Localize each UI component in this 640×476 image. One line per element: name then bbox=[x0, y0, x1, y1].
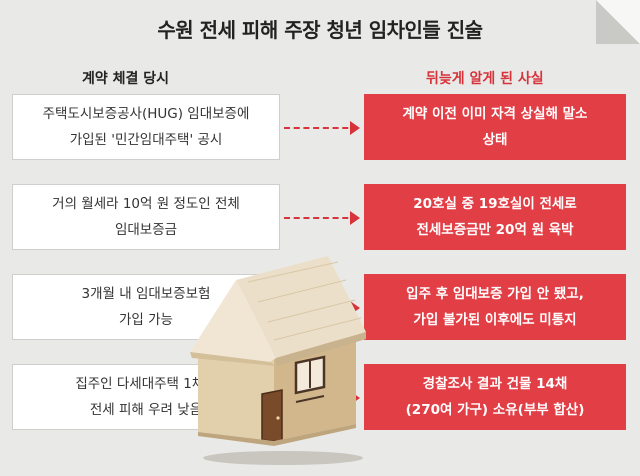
claim-line: 가입된 '민간임대주택' 공시 bbox=[69, 132, 223, 148]
fact-line: 상태 bbox=[482, 132, 508, 148]
fact-box-4: 경찰조사 결과 건물 14채 (270여 가구) 소유(부부 합산) bbox=[364, 364, 626, 430]
page-title: 수원 전세 피해 주장 청년 임차인들 진술 bbox=[157, 18, 483, 42]
arrow-connector-2 bbox=[284, 211, 360, 225]
claim-line: 주택도시보증공사(HUG) 임대보증에 bbox=[42, 106, 250, 122]
left-column-header: 계약 체결 당시 bbox=[82, 71, 170, 87]
claim-line: 거의 월세라 10억 원 정도인 전체 bbox=[52, 196, 240, 212]
fact-line: 20호실 중 19호실이 전세로 bbox=[413, 196, 577, 212]
claim-line: 가입 가능 bbox=[119, 312, 173, 328]
fact-line: 경찰조사 결과 건물 14채 bbox=[422, 376, 568, 392]
claim-line: 전세 피해 우려 낮음 bbox=[89, 402, 203, 418]
fact-line: (270여 가구) 소유(부부 합산) bbox=[405, 402, 585, 418]
fact-line: 전세보증금만 20억 원 육박 bbox=[416, 222, 574, 238]
claim-line: 임대보증금 bbox=[114, 222, 178, 238]
claim-line: 3개월 내 임대보증보험 bbox=[81, 286, 211, 302]
claim-line: 집주인 다세대주택 1채라 bbox=[75, 376, 217, 392]
arrow-connector-1 bbox=[284, 121, 360, 135]
fact-box-3: 입주 후 임대보증 가입 안 됐고, 가입 불가된 이후에도 미통지 bbox=[364, 274, 626, 340]
page-fold-corner bbox=[596, 0, 640, 44]
fact-line: 가입 불가된 이후에도 미통지 bbox=[413, 312, 577, 328]
wooden-house-icon bbox=[190, 256, 366, 465]
right-column-header: 뒤늦게 알게 된 사실 bbox=[426, 71, 544, 87]
fact-line: 입주 후 임대보증 가입 안 됐고, bbox=[406, 286, 584, 302]
fact-line: 계약 이전 이미 자격 상실해 말소 bbox=[402, 106, 588, 122]
